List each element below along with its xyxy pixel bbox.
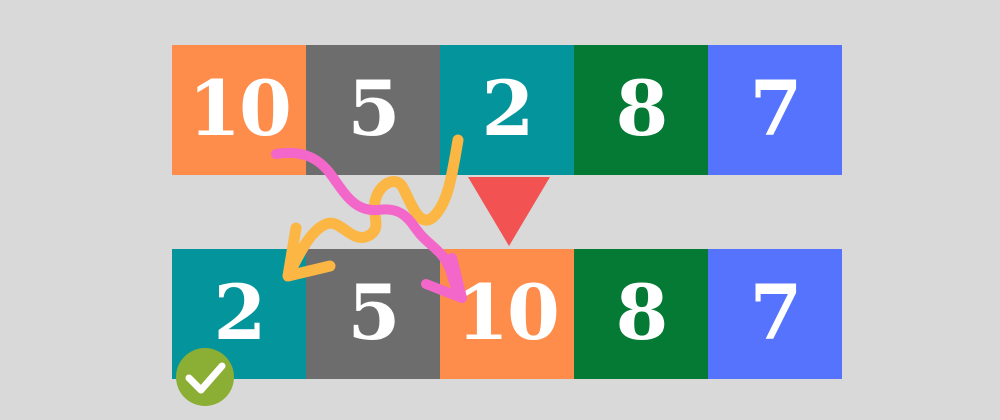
cell-value: 7 — [749, 63, 803, 153]
checkmark-icon — [176, 348, 234, 406]
array-before: 10 5 2 8 7 — [172, 45, 842, 175]
cell-value: 8 — [615, 63, 669, 153]
cell-value: 7 — [749, 267, 803, 357]
array-cell: 5 — [306, 249, 440, 379]
cell-value: 10 — [188, 63, 292, 153]
squiggly-arrow-icon — [282, 134, 464, 282]
array-cell: 7 — [708, 249, 842, 379]
array-cell: 10 — [440, 249, 574, 379]
array-cell: 10 — [172, 45, 306, 175]
array-cell: 7 — [708, 45, 842, 175]
triangle-down-icon — [468, 177, 550, 246]
cell-value: 10 — [456, 267, 560, 357]
cell-value: 5 — [347, 267, 401, 357]
cell-value: 2 — [481, 63, 535, 153]
array-cell: 8 — [574, 45, 708, 175]
array-cell: 2 — [440, 45, 574, 175]
cell-value: 8 — [615, 267, 669, 357]
cell-value: 5 — [347, 63, 401, 153]
array-cell: 8 — [574, 249, 708, 379]
squiggly-arrow-icon — [271, 147, 467, 303]
array-after: 2 5 10 8 7 — [172, 249, 842, 379]
cell-value: 2 — [213, 267, 267, 357]
array-cell: 5 — [306, 45, 440, 175]
